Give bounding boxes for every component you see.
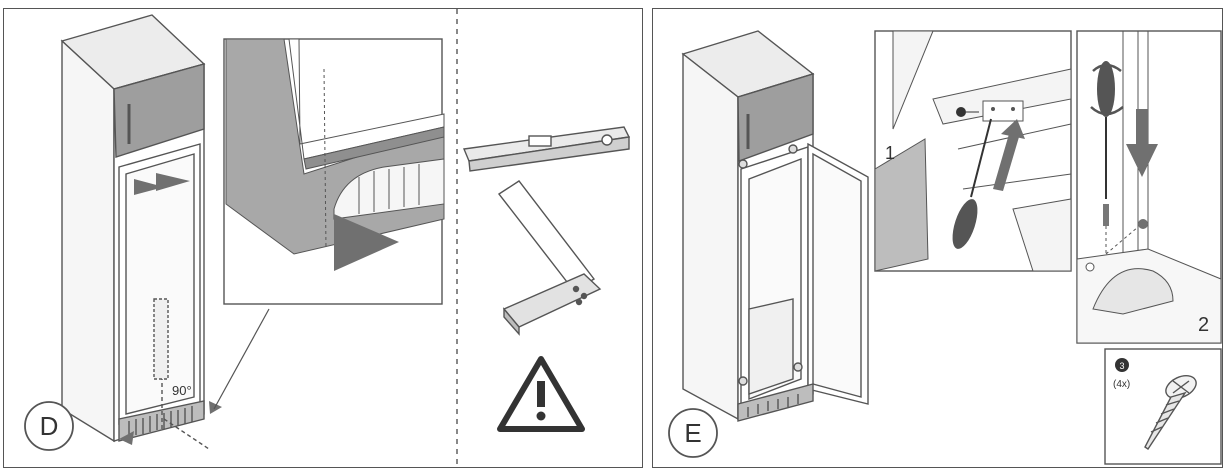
down-arrow-icon: [1126, 109, 1158, 177]
step-d-panel: 90°: [3, 8, 643, 469]
push-arrow-icon: [993, 134, 1019, 191]
step-d-badge: D: [24, 401, 74, 451]
screw-icon: [1144, 374, 1197, 450]
step-e-illustration: 1 2 3: [668, 30, 1222, 465]
step-d-label: D: [40, 411, 59, 441]
freezer-door: [113, 63, 205, 158]
screwdriver-icon: [952, 199, 978, 249]
cabinet-open-door-illustration: [681, 30, 869, 422]
slide-arrow-zoom-icon: [334, 214, 399, 271]
step-e-badge: E: [668, 408, 718, 458]
detail-2-label: 2: [1198, 314, 1209, 336]
detail-2: 2: [1076, 30, 1222, 344]
screwdriver-2-icon: [1097, 61, 1115, 117]
detail-1: 1: [874, 30, 1072, 272]
slide-arrow-icon: [134, 173, 190, 195]
step-d-illustration: 90°: [24, 9, 631, 469]
step-e-panel: 1 2 3: [652, 8, 1223, 468]
detail-1-label: 1: [885, 143, 895, 163]
zoom-detail: [213, 38, 445, 410]
spirit-level-icon: [463, 126, 631, 172]
try-square-icon: [497, 180, 602, 336]
step-e-label: E: [684, 418, 701, 448]
quantity-label: (4x): [1113, 379, 1130, 390]
angle-label: 90°: [172, 383, 192, 398]
screw-small-icon: [1103, 204, 1109, 226]
screw-parts-callout: 3 (4x): [1104, 348, 1222, 465]
cabinet-illustration: [60, 14, 210, 450]
warning-triangle-icon: [497, 356, 585, 432]
callout-number: 3: [1119, 361, 1124, 371]
